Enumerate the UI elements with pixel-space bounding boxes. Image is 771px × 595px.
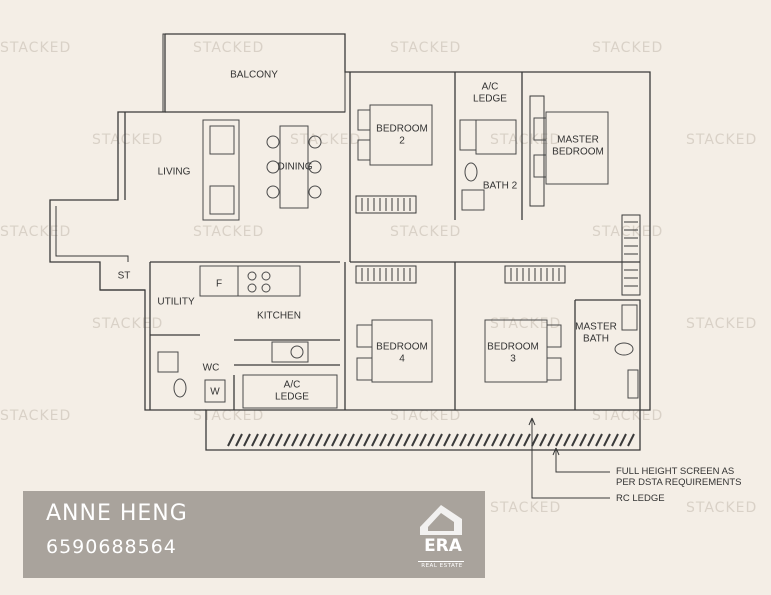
label-bedroom-3: BEDROOM 3 <box>487 341 539 365</box>
outer-wall <box>165 33 651 451</box>
watermark: STACKED <box>592 408 664 424</box>
watermark: STACKED <box>686 132 758 148</box>
leader-line-rc <box>531 418 610 499</box>
watermark: STACKED <box>686 500 758 516</box>
wardrobe <box>355 195 417 214</box>
wardrobe <box>529 95 545 207</box>
label-fridge: F <box>215 278 223 290</box>
note-rc-ledge: RC LEDGE <box>616 493 665 504</box>
watermark: STACKED <box>686 316 758 332</box>
label-living: LIVING <box>157 166 191 178</box>
wardrobe <box>504 265 566 284</box>
label-balcony: BALCONY <box>230 69 278 81</box>
label-store: ST <box>117 270 131 282</box>
era-logo-icon <box>418 505 464 562</box>
watermark: STACKED <box>193 40 265 56</box>
agent-name: ANNE HENG <box>46 501 188 526</box>
label-bath-2: BATH 2 <box>482 180 518 192</box>
dining-table <box>279 125 309 209</box>
agent-phone[interactable]: 6590688564 <box>46 536 177 558</box>
watermark: STACKED <box>390 408 462 424</box>
wardrobe <box>621 214 641 296</box>
label-utility: UTILITY <box>157 296 195 308</box>
label-ac-ledge-top: A/C LEDGE <box>473 81 507 105</box>
watermark: STACKED <box>0 40 72 56</box>
bed <box>371 319 433 383</box>
bed <box>369 104 433 166</box>
watermark: STACKED <box>390 224 462 240</box>
leader-line-screen <box>555 448 610 473</box>
bed <box>484 319 548 383</box>
outer-wall-left <box>49 34 206 411</box>
bed <box>545 111 609 185</box>
label-ac-ledge-bottom: A/C LEDGE <box>275 379 309 403</box>
label-bedroom-2: BEDROOM 2 <box>376 123 428 147</box>
label-bedroom-4: BEDROOM 4 <box>376 341 428 365</box>
sofa <box>202 119 240 221</box>
era-logo-subtext: REAL ESTATE <box>421 563 463 569</box>
watermark: STACKED <box>490 132 562 148</box>
watermark: STACKED <box>92 132 164 148</box>
note-full-height-screen: FULL HEIGHT SCREEN AS PER DSTA REQUIREME… <box>616 466 742 489</box>
era-logo-text: ERA <box>424 536 462 556</box>
watermark: STACKED <box>592 40 664 56</box>
watermark: STACKED <box>0 224 72 240</box>
label-master-bath: MASTER BATH <box>575 321 617 345</box>
label-master-bedroom: MASTER BEDROOM <box>552 134 604 158</box>
label-washer: W <box>210 386 220 398</box>
label-wc: WC <box>202 362 220 374</box>
wardrobe <box>355 265 417 284</box>
label-kitchen: KITCHEN <box>257 310 301 322</box>
watermark: STACKED <box>390 40 462 56</box>
full-height-screen <box>227 433 635 447</box>
watermark: STACKED <box>490 500 562 516</box>
agent-card: ANNE HENG 6590688564 ERA REAL ESTATE <box>23 491 485 578</box>
watermark: STACKED <box>0 408 72 424</box>
label-dining: DINING <box>277 161 313 173</box>
watermark: STACKED <box>193 224 265 240</box>
watermark: STACKED <box>592 224 664 240</box>
watermark: STACKED <box>193 408 265 424</box>
